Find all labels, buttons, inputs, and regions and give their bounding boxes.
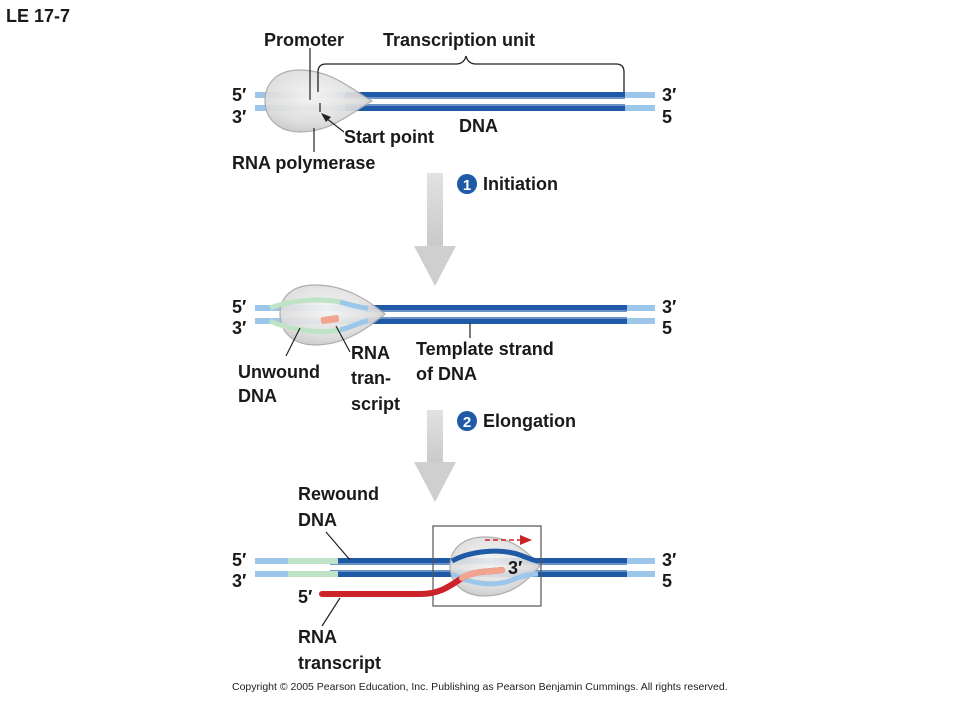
rna-transcript-label: RNA <box>351 343 390 363</box>
step-number-badge <box>457 411 477 431</box>
rna-transcript-label: tran- <box>351 368 391 388</box>
rna-transcript-label: script <box>351 394 400 414</box>
panel-initiation: 5′ 3′ 3′ 5 Unwound DNA RNA tran- script … <box>232 284 676 414</box>
panel-promoter: Promoter Transcription unit 5′ 3′ 3′ 5 D… <box>232 30 676 173</box>
end-label-right-top: 3′ <box>662 550 676 570</box>
end-label-left-top: 5′ <box>232 85 246 105</box>
unwound-dna-label: DNA <box>238 386 277 406</box>
step-initiation: 1 Initiation <box>457 174 558 194</box>
rewound-dna-label: DNA <box>298 510 337 530</box>
rna-transcript-label: transcript <box>298 653 381 673</box>
end-label-left-top: 5′ <box>232 297 246 317</box>
panel-elongation: Rewound DNA 5′ 3′ 3′ 5 3′ 5′ RNA transcr… <box>232 484 676 673</box>
rna-polymerase-label: RNA polymerase <box>232 153 375 173</box>
dna-label: DNA <box>459 116 498 136</box>
rna-polymerase-shape <box>449 536 541 597</box>
unwound-dna-label: Unwound <box>238 362 320 382</box>
step-name: Elongation <box>483 411 576 431</box>
end-label-left-bottom: 3′ <box>232 107 246 127</box>
step-elongation: 2 Elongation <box>457 411 576 431</box>
transcription-unit-label: Transcription unit <box>383 30 535 50</box>
step-name: Initiation <box>483 174 558 194</box>
end-label-right-top: 3′ <box>662 297 676 317</box>
zoom-box <box>432 525 542 607</box>
figure-id: LE 17-7 <box>6 6 70 26</box>
end-label-right-bottom: 5 <box>662 107 672 127</box>
rna-transcript-stub <box>320 315 340 324</box>
template-strand-label: Template strand <box>416 339 554 359</box>
step-arrow-initiation <box>414 173 456 286</box>
dna-double-helix <box>255 305 655 324</box>
direction-arrow <box>520 535 532 545</box>
step-number: 2 <box>463 414 471 431</box>
end-label-left-bottom: 3′ <box>232 571 246 591</box>
step-arrow-elongation <box>414 410 456 502</box>
start-point-label: Start point <box>344 127 434 147</box>
step-number: 1 <box>463 177 471 194</box>
step-number-badge <box>457 174 477 194</box>
end-label-right-bottom: 5 <box>662 571 672 591</box>
rna-polymerase-shape <box>264 69 374 133</box>
rewound-dna-label: Rewound <box>298 484 379 504</box>
promoter-label: Promoter <box>264 30 344 50</box>
template-strand-label: of DNA <box>416 364 477 384</box>
rna-five-prime-label: 5′ <box>298 587 312 607</box>
rna-three-prime-label: 3′ <box>508 558 522 578</box>
end-label-left-top: 5′ <box>232 550 246 570</box>
rna-transcript-label: RNA <box>298 627 337 647</box>
end-label-right-bottom: 5 <box>662 318 672 338</box>
end-label-right-top: 3′ <box>662 85 676 105</box>
transcription-unit-bracket <box>317 55 625 92</box>
end-label-left-bottom: 3′ <box>232 318 246 338</box>
copyright-text: Copyright © 2005 Pearson Education, Inc.… <box>232 681 728 693</box>
